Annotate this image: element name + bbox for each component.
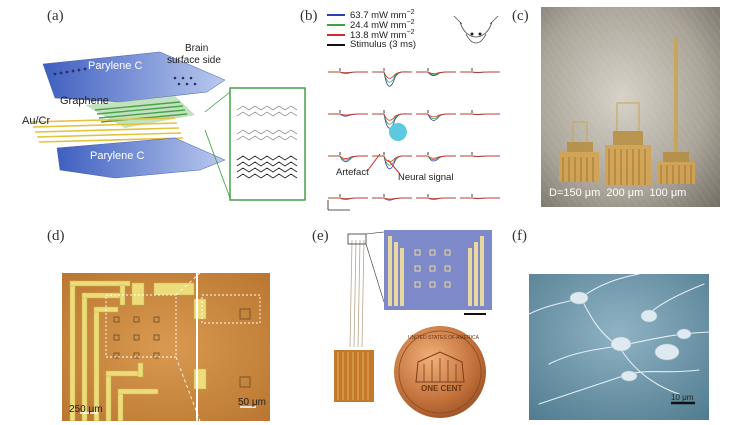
- device-size-caption: D=150 μm 200 μm 100 μm: [549, 187, 687, 199]
- response-trace: [416, 113, 457, 118]
- response-trace: [372, 71, 413, 87]
- parylene-top-layer: [42, 51, 226, 103]
- layer-label-graphene: Graphene: [60, 95, 109, 107]
- graphene-lattice-inset: [229, 87, 306, 201]
- sem-image: [529, 274, 709, 420]
- annotation-arrows: [367, 153, 401, 175]
- legend-item-24: 24.4 mW mm−2: [350, 19, 415, 32]
- response-trace: [372, 197, 413, 200]
- panel-label-c: (c): [512, 8, 529, 24]
- legend-item-63: 63.7 mW mm−2: [350, 9, 415, 22]
- response-trace: [372, 113, 413, 121]
- artefact-label: Artefact: [336, 167, 369, 178]
- device-penny-photo: [334, 230, 492, 418]
- panel-label-e: (e): [312, 228, 329, 244]
- legend-item-stimulus: Stimulus (3 ms): [350, 39, 416, 50]
- response-trace: [328, 155, 369, 159]
- scale-label-250um: 250 μm: [69, 404, 103, 415]
- trace-scale-bar: [327, 200, 350, 211]
- response-trace: [416, 197, 457, 200]
- neural-recording-traces: [328, 68, 501, 201]
- panel-label-a: (a): [47, 8, 64, 24]
- response-trace: [328, 197, 369, 200]
- response-trace: [416, 155, 457, 162]
- graphene-array-exploded-diagram: [29, 51, 306, 201]
- layer-label-parylene-bottom: Parylene C: [90, 150, 145, 162]
- legend-item-13: 13.8 mW mm−2: [350, 29, 415, 42]
- penny-top-text: UNITED STATES OF AMERICA: [408, 335, 479, 341]
- response-trace: [328, 71, 369, 74]
- response-trace: [372, 155, 413, 163]
- response-trace: [416, 71, 457, 74]
- response-trace: [372, 71, 413, 79]
- legend-swatches: [327, 14, 345, 46]
- brain-side-label-1: Brain: [185, 43, 209, 54]
- device-photo: [541, 7, 720, 207]
- layer-label-parylene-top: Parylene C: [88, 60, 143, 72]
- panel-label-d: (d): [47, 228, 65, 244]
- neural-signal-label: Neural signal: [398, 172, 454, 183]
- panel-label-f: (f): [512, 228, 527, 244]
- layer-label-aucr: Au/Cr: [22, 115, 51, 127]
- response-trace: [416, 155, 457, 159]
- penny-bottom-text: ONE CENT: [421, 384, 463, 393]
- microscope-image: [62, 273, 270, 421]
- parylene-bottom-layer: [56, 137, 226, 179]
- brain-side-label-2: surface side: [167, 55, 221, 66]
- panel-label-b: (b): [300, 8, 318, 24]
- mouse-head-icon: [453, 15, 499, 44]
- scale-label-50um: 50 μm: [238, 397, 266, 408]
- scale-label-10um: 10 μm: [671, 393, 694, 402]
- response-trace: [416, 113, 457, 121]
- response-trace: [328, 113, 369, 116]
- stimulus-spot: [389, 123, 407, 141]
